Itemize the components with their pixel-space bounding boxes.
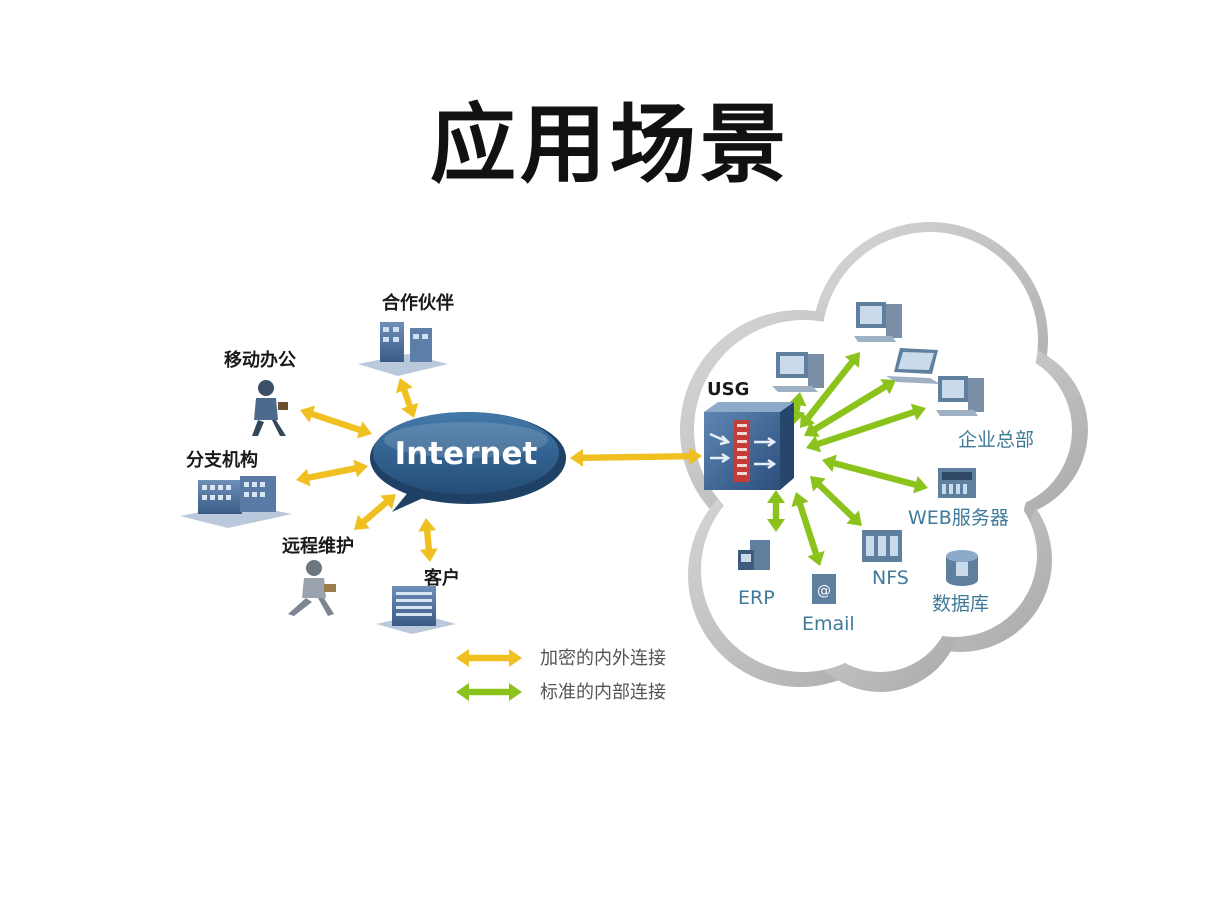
usg-label: USG bbox=[707, 379, 749, 400]
arrow-partner-internet bbox=[395, 378, 419, 418]
encrypted-connections bbox=[296, 378, 702, 562]
erp-server-icon bbox=[738, 540, 770, 570]
arrow-usg-email bbox=[791, 492, 825, 566]
remote-maintenance-person-icon bbox=[288, 560, 336, 616]
svg-text:@: @ bbox=[817, 583, 831, 599]
page-title: 应用场景 bbox=[430, 95, 790, 195]
mobile-office-label: 移动办公 bbox=[224, 349, 296, 371]
internet-cloud-icon: Internet bbox=[370, 412, 566, 512]
arrow-usg-erp bbox=[767, 490, 785, 532]
arrow-usg-pc2 bbox=[800, 352, 860, 428]
legend-standard-arrow bbox=[456, 683, 522, 701]
database-icon bbox=[946, 550, 978, 586]
customer-building-icon bbox=[376, 586, 456, 634]
arrow-usg-web bbox=[822, 454, 928, 494]
arrow-internet-usg bbox=[570, 447, 702, 467]
arrow-usg-laptop bbox=[804, 379, 896, 437]
pc-icon bbox=[854, 302, 902, 342]
partner-label: 合作伙伴 bbox=[382, 292, 454, 314]
erp-label: ERP bbox=[738, 587, 775, 609]
standard-connections bbox=[767, 352, 928, 566]
hq-label: 企业总部 bbox=[958, 429, 1034, 451]
arrow-remote-internet bbox=[354, 494, 396, 530]
branch-label: 分支机构 bbox=[186, 449, 258, 471]
customer-label: 客户 bbox=[424, 567, 460, 589]
web-server-label: WEB服务器 bbox=[908, 507, 1009, 529]
pc-icon bbox=[772, 352, 824, 392]
legend bbox=[456, 649, 522, 701]
email-server-icon: @ bbox=[812, 574, 836, 604]
internet-label: Internet bbox=[395, 436, 538, 472]
arrow-usg-pc3 bbox=[806, 403, 926, 453]
branch-building-icon bbox=[180, 476, 292, 528]
nfs-server-icon bbox=[862, 530, 902, 562]
laptop-pc-icon bbox=[886, 348, 940, 384]
nfs-label: NFS bbox=[872, 567, 909, 589]
web-server-icon bbox=[938, 468, 976, 498]
legend-encrypted-arrow bbox=[456, 649, 522, 667]
arrow-customer-internet bbox=[418, 518, 438, 562]
pc-icon bbox=[936, 376, 984, 416]
arrow-mobile-internet bbox=[300, 405, 372, 439]
usg-firewall-icon bbox=[704, 402, 794, 490]
mobile-office-person-icon bbox=[252, 380, 288, 436]
arrow-branch-internet bbox=[296, 459, 368, 487]
legend-encrypted-label: 加密的内外连接 bbox=[540, 648, 666, 669]
database-label: 数据库 bbox=[932, 593, 989, 615]
email-label: Email bbox=[802, 613, 855, 635]
arrow-usg-nfs bbox=[810, 476, 862, 526]
legend-standard-label: 标准的内部连接 bbox=[540, 682, 666, 703]
remote-maintenance-label: 远程维护 bbox=[282, 535, 354, 557]
partner-building-icon bbox=[358, 322, 448, 376]
